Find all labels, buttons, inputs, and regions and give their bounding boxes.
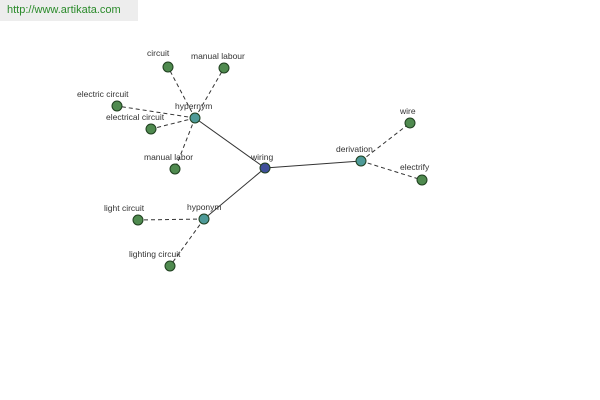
node-manual-labor[interactable] <box>169 163 181 175</box>
edge-hyponym-light-circuit <box>137 218 205 221</box>
edge-derivation-electrify <box>360 160 423 181</box>
node-label-light-circuit[interactable]: light circuit <box>104 203 145 213</box>
labels-layer: wiring hypernym hyponym derivation circuit ma… <box>77 48 430 259</box>
node-manual-labour[interactable] <box>218 62 230 74</box>
node-label-hypernym[interactable]: hypernym <box>175 101 212 111</box>
node-circuit[interactable] <box>162 61 174 73</box>
node-derivation[interactable] <box>355 155 367 167</box>
edge-wiring-hyponym <box>203 167 266 220</box>
node-label-lighting-circuit[interactable]: lighting circuit <box>129 249 181 259</box>
node-label-manual-labour[interactable]: manual labour <box>191 51 245 61</box>
nodes-layer <box>111 61 428 272</box>
node-electric-circuit[interactable] <box>111 100 123 112</box>
node-electrify[interactable] <box>416 174 428 186</box>
edge-hypernym-electrical-circuit <box>150 117 196 130</box>
node-label-circuit[interactable]: circuit <box>147 48 170 58</box>
edge-derivation-wire <box>360 122 411 162</box>
node-hypernym[interactable] <box>189 112 201 124</box>
node-label-electrify[interactable]: electrify <box>400 162 430 172</box>
node-light-circuit[interactable] <box>132 214 144 226</box>
edge-hypernym-electric-circuit <box>116 105 196 119</box>
node-lighting-circuit[interactable] <box>164 260 176 272</box>
edge-hypernym-manual-labour <box>194 67 225 119</box>
edge-wiring-hypernym <box>194 117 266 169</box>
node-label-derivation[interactable]: derivation <box>336 144 373 154</box>
node-label-hyponym[interactable]: hyponym <box>187 202 222 212</box>
node-label-wiring[interactable]: wiring <box>250 152 273 162</box>
edge-hypernym-manual-labor <box>174 117 196 170</box>
node-label-manual-labor[interactable]: manual labor <box>144 152 193 162</box>
node-wire[interactable] <box>404 117 416 129</box>
node-hyponym[interactable] <box>198 213 210 225</box>
edge-hyponym-lighting-circuit <box>169 218 205 267</box>
node-label-electric-circuit[interactable]: electric circuit <box>77 89 129 99</box>
node-electrical-circuit[interactable] <box>145 123 157 135</box>
node-label-electrical-circuit[interactable]: electrical circuit <box>106 112 165 122</box>
edge-wiring-derivation <box>264 160 362 169</box>
node-wiring[interactable] <box>259 162 271 174</box>
edge-hypernym-circuit <box>167 66 196 119</box>
source-url[interactable]: http://www.artikata.com <box>0 0 138 21</box>
node-label-wire[interactable]: wire <box>399 106 416 116</box>
edges-layer <box>116 66 423 267</box>
